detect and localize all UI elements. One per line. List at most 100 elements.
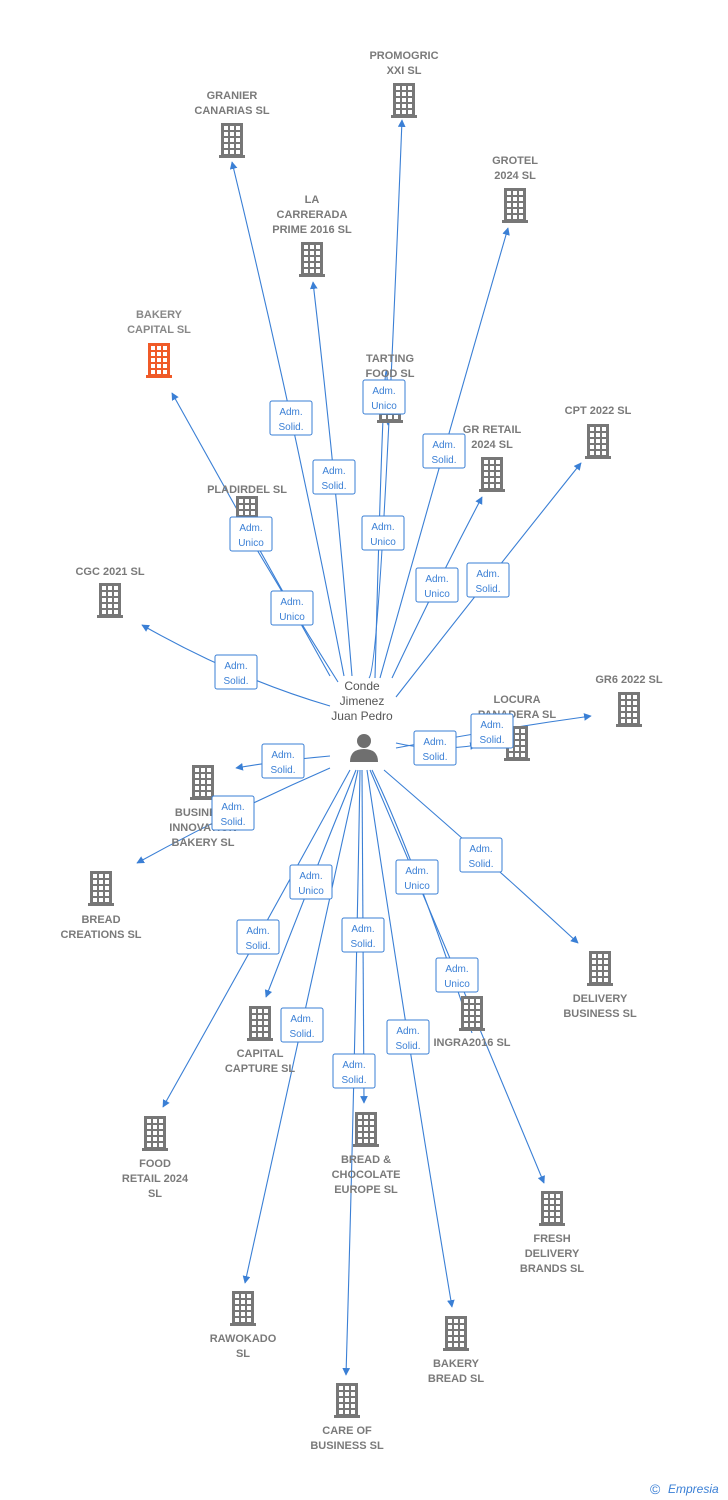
person-name-label: Jimenez	[340, 694, 385, 708]
company-label: CANARIAS SL	[194, 105, 269, 117]
role-text: Adm.	[372, 386, 395, 397]
role-box-rawokado[interactable]: Adm.Solid.	[280, 1007, 324, 1043]
role-text: Unico	[238, 538, 264, 549]
company-label: CARRERADA	[277, 209, 348, 221]
role-box-frame	[466, 562, 510, 598]
company-label: RAWOKADO	[210, 1333, 277, 1345]
role-box-food-retail[interactable]: Adm.Solid.	[236, 919, 280, 955]
company-node-bakery-bread[interactable]: BAKERY BREAD SL	[428, 1316, 485, 1385]
role-text: Unico	[404, 881, 430, 892]
company-label: BAKERY	[433, 1358, 480, 1370]
role-box-frame	[395, 859, 439, 895]
roles-layer: Adm.UnicoAdm.Solid.Adm.Solid.Adm.Solid.A…	[211, 379, 514, 1089]
role-box-gr6-2022[interactable]: Adm.Solid.	[470, 713, 514, 749]
brand-logo[interactable]: Empresia	[668, 1482, 719, 1496]
company-label: FOOD	[139, 1158, 171, 1170]
role-text: Adm.	[271, 750, 294, 761]
role-text: Unico	[370, 537, 396, 548]
company-label: GROTEL	[492, 155, 538, 167]
role-text: Solid.	[395, 1041, 420, 1052]
company-label: CARE OF	[322, 1425, 372, 1437]
role-box-pladirdel[interactable]: Adm.Unico	[270, 590, 314, 626]
company-label: FOOD SL	[366, 368, 415, 380]
role-box-frame	[459, 837, 503, 873]
company-label: 2024 SL	[471, 439, 513, 451]
company-label: CHOCOLATE	[332, 1169, 401, 1181]
role-box-bakery-bread[interactable]: Adm.Solid.	[386, 1019, 430, 1055]
company-label: CGC 2021 SL	[75, 566, 144, 578]
role-box-granier[interactable]: Adm.Solid.	[269, 400, 313, 436]
company-node-cpt-2022[interactable]: CPT 2022 SL	[565, 405, 632, 459]
role-box-ingra2016[interactable]: Adm.Unico	[395, 859, 439, 895]
role-box-bread-creations[interactable]: Adm.Solid.	[211, 795, 255, 831]
role-box-la-carrerada[interactable]: Adm.Solid.	[312, 459, 356, 495]
building-icon	[502, 188, 528, 223]
company-label: CREATIONS SL	[60, 929, 141, 941]
footer-brand[interactable]: ©Empresia	[650, 1481, 719, 1497]
company-label: CAPITAL SL	[127, 324, 191, 336]
role-box-delivery-business[interactable]: Adm.Solid.	[459, 837, 503, 873]
role-box-bread-chocolate[interactable]: Adm.Solid.	[341, 917, 385, 953]
role-box-cpt-2022[interactable]: Adm.Solid.	[466, 562, 510, 598]
role-text: Adm.	[445, 964, 468, 975]
role-text: Adm.	[432, 440, 455, 451]
role-text: Unico	[371, 401, 397, 412]
company-label: DELIVERY	[525, 1248, 580, 1260]
company-node-cgc-2021[interactable]: CGC 2021 SL	[75, 566, 145, 618]
role-box-frame	[422, 433, 466, 469]
role-box-business-innovation[interactable]: Adm.Solid.	[261, 743, 305, 779]
role-box-frame	[470, 713, 514, 749]
role-box-frame	[332, 1053, 376, 1089]
person-icon	[350, 734, 378, 762]
role-text: Adm.	[279, 407, 302, 418]
role-box-capital-capture[interactable]: Adm.Unico	[289, 864, 333, 900]
role-box-frame	[341, 917, 385, 953]
company-label: PROMOGRIC	[369, 50, 438, 62]
role-box-frame	[361, 515, 405, 551]
role-box-fresh-delivery[interactable]: Adm. Unico	[435, 957, 479, 993]
role-box-frame	[270, 590, 314, 626]
role-text: Solid.	[220, 817, 245, 828]
building-icon	[219, 123, 245, 158]
role-text: Unico	[444, 979, 470, 990]
role-box-frame	[413, 730, 457, 766]
role-box-bakery-capital[interactable]: Adm. Unico	[229, 516, 273, 552]
role-box-grotel[interactable]: Adm.Solid.	[422, 433, 466, 469]
role-box-frame	[261, 743, 305, 779]
role-text: Adm.	[239, 523, 262, 534]
company-label: TARTING	[366, 353, 414, 365]
role-box-frame	[269, 400, 313, 436]
company-node-gr6-2022[interactable]: GR6 2022 SL	[595, 674, 663, 727]
company-label: BREAD SL	[428, 1373, 485, 1385]
role-box-care-of-business[interactable]: Adm.Solid.	[332, 1053, 376, 1089]
building-icon	[587, 951, 613, 986]
company-node-ingra2016[interactable]: INGRA2016 SL	[433, 996, 511, 1049]
role-box-promogric[interactable]: Adm.Unico	[361, 515, 405, 551]
company-label: BREAD &	[341, 1154, 391, 1166]
building-icon	[616, 692, 642, 727]
role-box-gr-retail[interactable]: Adm.Unico	[415, 567, 459, 603]
building-icon	[230, 1291, 256, 1326]
role-box-cgc-2021[interactable]: Adm.Solid.	[214, 654, 258, 690]
role-text: Adm.	[342, 1060, 365, 1071]
role-text: Solid.	[422, 752, 447, 763]
role-box-tarting[interactable]: Adm. Unico	[362, 379, 406, 415]
role-box-locura[interactable]: Adm.Solid.	[413, 730, 457, 766]
